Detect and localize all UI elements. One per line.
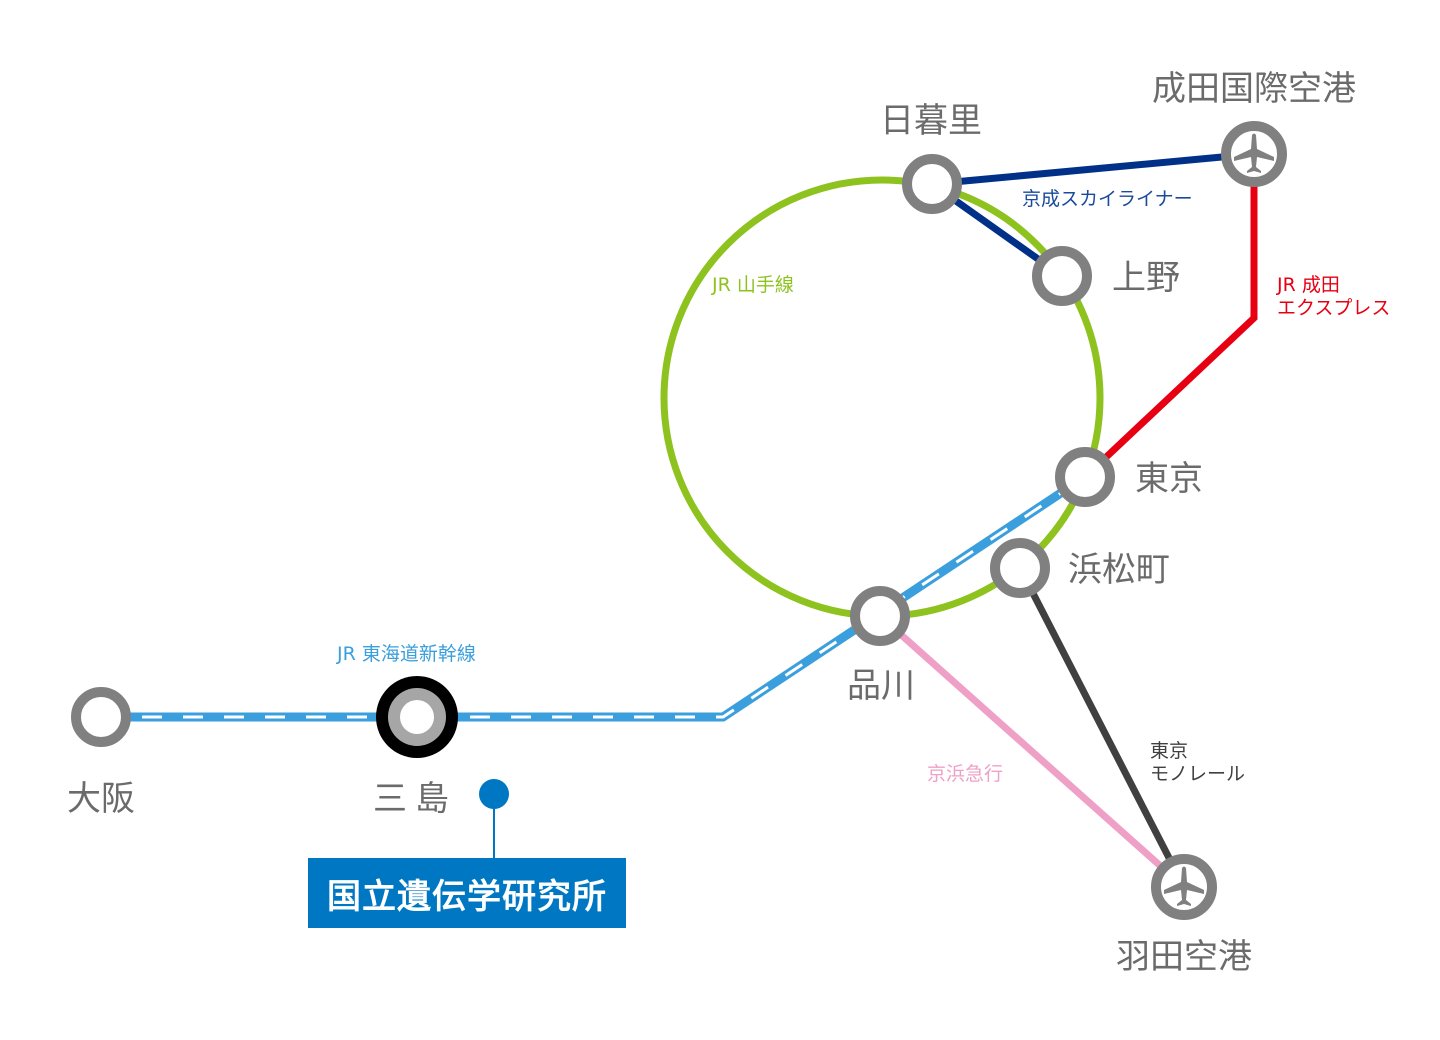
institute-location-dot: [479, 779, 509, 809]
skyliner-line: [931, 150, 1255, 188]
station-ueno[interactable]: [1032, 246, 1092, 306]
label-monorail-2: モノレール: [1150, 763, 1245, 785]
station-hamamatsucho[interactable]: [990, 538, 1050, 598]
label-haneda: 羽田空港: [1116, 937, 1252, 977]
station-mishima[interactable]: [376, 676, 458, 758]
label-tokyo: 東京: [1135, 459, 1203, 499]
airplane-icon: [1234, 133, 1274, 173]
label-hamamatsucho: 浜松町: [1068, 550, 1170, 590]
keikyu-line: [877, 613, 1187, 890]
station-tokyo[interactable]: [1055, 447, 1115, 507]
label-monorail-1: 東京: [1150, 740, 1188, 762]
label-ueno: 上野: [1112, 258, 1180, 298]
label-osaka: 大阪: [67, 779, 135, 819]
monorail-line: [1016, 566, 1188, 889]
label-skyliner: 京成スカイライナー: [1022, 188, 1193, 210]
label-nex-2: エクスプレス: [1277, 297, 1390, 319]
station-shinagawa[interactable]: [850, 586, 910, 646]
label-yamanote: JR 山手線: [711, 274, 794, 296]
airplane-icon: [1164, 866, 1204, 906]
station-nippori[interactable]: [902, 154, 962, 214]
label-shinagawa: 品川: [847, 666, 915, 706]
label-keikyu: 京浜急行: [927, 763, 1003, 785]
station-osaka[interactable]: [71, 687, 131, 747]
label-narita: 成田国際空港: [1152, 69, 1356, 109]
label-nex-1: JR 成田: [1276, 274, 1340, 296]
shinkansen-line: [101, 473, 1088, 722]
narita-express-line: [1082, 154, 1258, 480]
label-mishima: 三島: [373, 779, 457, 819]
institute-label[interactable]: 国立遺伝学研究所: [308, 858, 626, 928]
label-nippori: 日暮里: [880, 101, 982, 141]
label-shinkansen: JR 東海道新幹線: [336, 643, 476, 665]
